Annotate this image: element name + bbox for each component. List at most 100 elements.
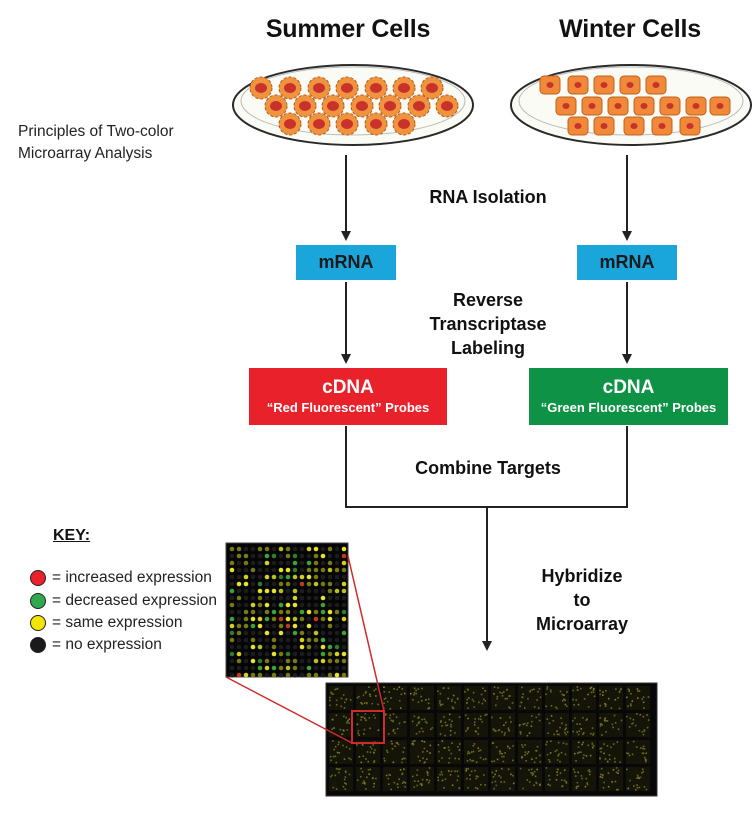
microarray-spot: [313, 658, 319, 664]
microarray-spot: [243, 602, 249, 608]
microarray-spot: [257, 637, 263, 643]
microarray-spot: [327, 560, 333, 566]
summer-cell: [392, 112, 416, 136]
microarray-block: [491, 713, 515, 737]
microarray-spot: [341, 609, 347, 615]
microarray-spot: [271, 644, 277, 650]
microarray-spot: [313, 567, 319, 573]
microarray-spot: [243, 672, 249, 678]
microarray-spot: [341, 658, 347, 664]
microarray-spot: [306, 644, 312, 650]
microarray-spot: [229, 560, 235, 566]
microarray-spot: [271, 546, 277, 552]
microarray-spot: [334, 546, 340, 552]
microarray-spot: [236, 546, 242, 552]
microarray-spot: [320, 665, 326, 671]
mrna-box-winter-label: mRNA: [599, 252, 655, 272]
subtitle-line-2: Microarray Analysis: [18, 145, 153, 162]
microarray-spot: [236, 609, 242, 615]
microarray-spot: [341, 602, 347, 608]
mrna-box-summer: mRNA: [296, 245, 396, 280]
microarray-spot: [243, 546, 249, 552]
microarray-spot: [334, 588, 340, 594]
microarray-spot: [320, 651, 326, 657]
microarray-spot: [278, 602, 284, 608]
microarray-spot: [278, 553, 284, 559]
microarray-spot: [257, 623, 263, 629]
microarray-spot: [313, 560, 319, 566]
microarray-block: [464, 740, 488, 764]
microarray-block: [626, 686, 650, 710]
microarray-spot: [271, 609, 277, 615]
microarray-spot: [299, 644, 305, 650]
microarray-spot: [285, 644, 291, 650]
microarray-spot: [320, 581, 326, 587]
microarray-spot: [306, 546, 312, 552]
key-item-none: = no expression: [30, 636, 162, 654]
microarray-spot: [257, 553, 263, 559]
microarray-spot: [341, 644, 347, 650]
microarray-spot: [292, 609, 298, 615]
microarray-spot: [306, 637, 312, 643]
microarray-spot: [278, 609, 284, 615]
microarray-spot: [285, 630, 291, 636]
microarray-spot: [306, 623, 312, 629]
microarray-spot: [313, 595, 319, 601]
microarray-spot: [264, 553, 270, 559]
microarray-spot: [320, 623, 326, 629]
microarray-spot: [278, 623, 284, 629]
microarray-spot: [236, 644, 242, 650]
microarray-spot: [320, 567, 326, 573]
microarray-spot: [306, 581, 312, 587]
microarray-spot: [320, 560, 326, 566]
microarray-spot: [299, 623, 305, 629]
microarray-spot: [271, 658, 277, 664]
microarray-spot: [271, 672, 277, 678]
microarray-spot: [341, 630, 347, 636]
microarray-spot: [299, 588, 305, 594]
microarray-spot: [299, 553, 305, 559]
key-item-decreased: = decreased expression: [30, 592, 217, 610]
summer-cells: [249, 76, 459, 136]
microarray-spot: [229, 644, 235, 650]
microarray-spot: [264, 609, 270, 615]
microarray-spot: [243, 665, 249, 671]
microarray-spot: [292, 560, 298, 566]
microarray-spot: [264, 623, 270, 629]
microarray-spot: [292, 672, 298, 678]
microarray-spot: [250, 609, 256, 615]
microarray-spot: [264, 637, 270, 643]
microarray-spot: [292, 588, 298, 594]
microarray-spot: [229, 658, 235, 664]
key-item-increased-label: = increased expression: [52, 569, 212, 586]
microarray-block: [329, 686, 353, 710]
microarray-spot: [292, 637, 298, 643]
microarray-spot: [327, 637, 333, 643]
microarray-spot: [341, 588, 347, 594]
microarray-spot: [285, 588, 291, 594]
microarray-spot: [313, 553, 319, 559]
step-hyb-line-2: to: [573, 590, 591, 610]
microarray-spot: [299, 672, 305, 678]
microarray-spot: [257, 630, 263, 636]
microarray-spot: [299, 630, 305, 636]
microarray-spot: [271, 602, 277, 608]
summer-cell: [335, 76, 359, 100]
microarray-spot: [327, 616, 333, 622]
subtitle-line-1: Principles of Two-color: [18, 123, 174, 140]
microarray-spot: [327, 546, 333, 552]
microarray-spot: [229, 616, 235, 622]
microarray-spot: [313, 574, 319, 580]
microarray-spot: [341, 560, 347, 566]
microarray-block: [383, 686, 407, 710]
summer-cell: [364, 112, 388, 136]
microarray-spot: [257, 595, 263, 601]
microarray-spot: [271, 581, 277, 587]
microarray-spot: [320, 616, 326, 622]
microarray-spot: [236, 595, 242, 601]
winter-cell: [555, 96, 577, 116]
key-item-decreased-label: = decreased expression: [52, 592, 218, 609]
microarray-spot: [264, 581, 270, 587]
microarray-spot: [243, 595, 249, 601]
microarray-spot: [327, 623, 333, 629]
